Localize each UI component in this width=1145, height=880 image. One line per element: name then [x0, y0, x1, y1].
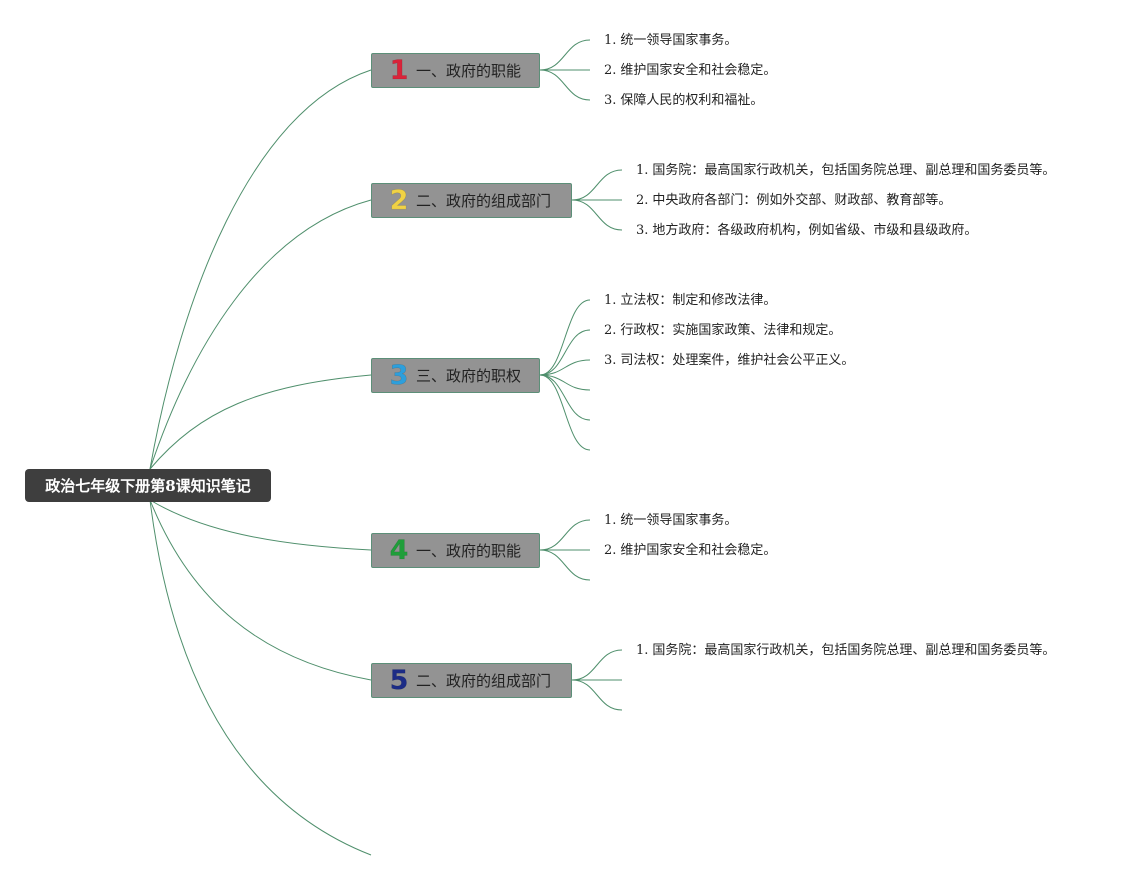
number-4-icon: 4 [389, 534, 409, 566]
connector-root-topic-5 [149, 499, 372, 681]
connector-root-topic-2 [149, 199, 372, 470]
connector-t2-leaf-3 [571, 199, 623, 231]
topic-1-label: 一、政府的职能 [416, 62, 522, 80]
topic-1[interactable]: 1 一、政府的职能 [371, 53, 540, 88]
topic-2-label: 二、政府的组成部门 [416, 192, 552, 210]
connector-t1-leaf-3 [539, 69, 591, 101]
topic-3-item-1[interactable]: 1.立法权：制定和修改法律。 [604, 293, 777, 308]
topic-4-label: 一、政府的职能 [416, 542, 522, 560]
topic-3-item-3[interactable]: 3.司法权：处理案件，维护社会公平正义。 [604, 353, 855, 368]
topic-2[interactable]: 2 二、政府的组成部门 [371, 183, 572, 218]
root-topic[interactable]: 政治七年级下册第8课知识笔记 [25, 469, 271, 502]
connector-t4-empty-1 [539, 549, 591, 581]
topic-2-item-1[interactable]: 1.国务院：最高国家行政机关，包括国务院总理、副总理和国务委员等。 [636, 163, 1056, 178]
topic-5[interactable]: 5 二、政府的组成部门 [371, 663, 572, 698]
topic-2-item-2[interactable]: 2.中央政府各部门：例如外交部、财政部、教育部等。 [636, 193, 952, 208]
connector-t1-leaf-1 [539, 39, 591, 71]
connector-root-topic-3 [149, 374, 372, 470]
connector-root-extra [149, 499, 372, 856]
topic-1-item-1[interactable]: 1.统一领导国家事务。 [604, 33, 738, 48]
connector-t5-leaf-1 [571, 649, 623, 681]
connector-t3-leaf-3 [539, 359, 591, 376]
connector-t2-leaf-1 [571, 169, 623, 201]
connector-t5-empty-2 [571, 679, 623, 711]
connector-t3-empty-2 [539, 374, 591, 421]
connector-root-topic-4 [149, 499, 372, 551]
topic-4-item-1[interactable]: 1.统一领导国家事务。 [604, 513, 738, 528]
connector-t3-leaf-1 [539, 299, 591, 376]
topic-4[interactable]: 4 一、政府的职能 [371, 533, 540, 568]
connector-t4-leaf-1 [539, 519, 591, 551]
topic-3-label: 三、政府的职权 [416, 367, 522, 385]
number-3-icon: 3 [389, 359, 409, 391]
connector-t3-leaf-2 [539, 329, 591, 376]
topic-5-item-1[interactable]: 1.国务院：最高国家行政机关，包括国务院总理、副总理和国务委员等。 [636, 643, 1056, 658]
connector-t3-empty-3 [539, 374, 591, 451]
topic-3[interactable]: 3 三、政府的职权 [371, 358, 540, 393]
topic-4-item-2[interactable]: 2.维护国家安全和社会稳定。 [604, 543, 777, 558]
topic-5-label: 二、政府的组成部门 [416, 672, 552, 690]
topic-1-item-3[interactable]: 3.保障人民的权利和福祉。 [604, 93, 764, 108]
connector-t3-empty-1 [539, 374, 591, 391]
number-2-icon: 2 [389, 184, 409, 216]
topic-2-item-3[interactable]: 3.地方政府：各级政府机构，例如省级、市级和县级政府。 [636, 223, 978, 238]
connector-root-topic-1 [149, 69, 372, 470]
topic-1-item-2[interactable]: 2.维护国家安全和社会稳定。 [604, 63, 777, 78]
topic-3-item-2[interactable]: 2.行政权：实施国家政策、法律和规定。 [604, 323, 842, 338]
number-1-icon: 1 [389, 54, 409, 86]
number-5-icon: 5 [389, 664, 409, 696]
